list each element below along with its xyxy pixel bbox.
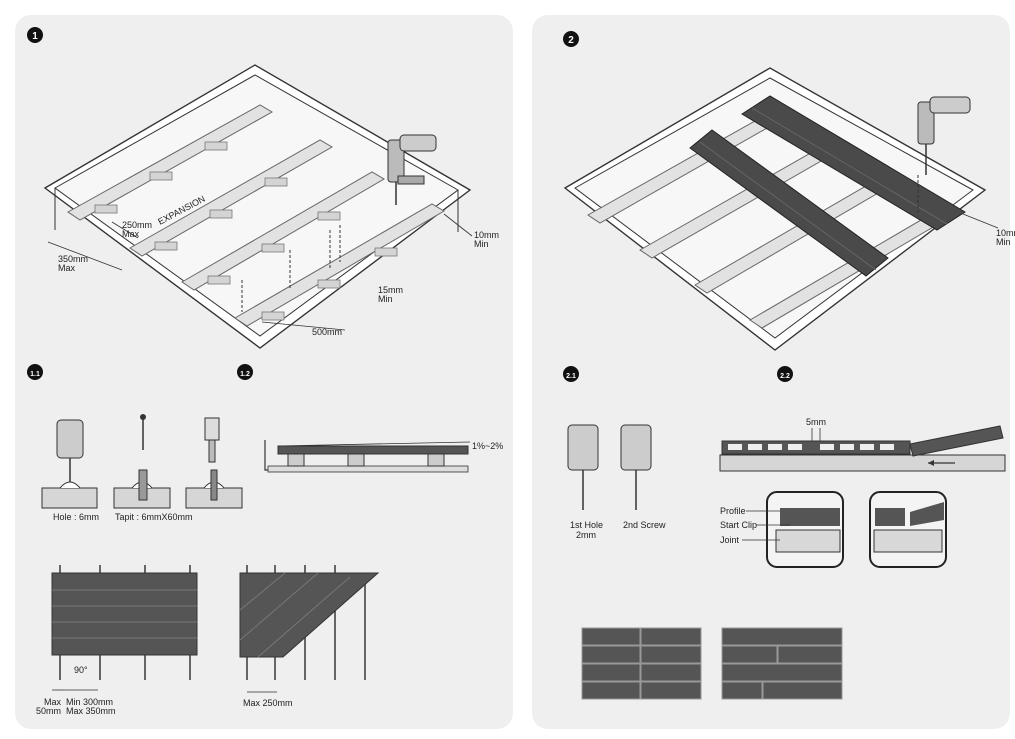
- step-2-figure: 2 10mm Min: [563, 31, 1015, 351]
- step-2-2-figure: 2.2 5mm Profile Start Clip Joint: [719, 366, 1006, 568]
- joist-supports: [94, 141, 398, 321]
- dim-15-note: Min: [378, 294, 393, 304]
- step-2-3-figure: [581, 627, 843, 700]
- dim-350-note: Max: [58, 263, 76, 273]
- step-badge-2-2: 2.2: [780, 373, 790, 380]
- dim-10-note: Min: [474, 239, 489, 249]
- deck-panel-diagonal: [239, 572, 380, 658]
- angle-label: 90°: [74, 665, 88, 675]
- step-1-figure: 1: [27, 27, 499, 349]
- slope-label: 1%~2%: [472, 441, 503, 451]
- joists: [67, 104, 445, 327]
- step-1-3-figure: 90° Max 50mm Min 300mm Max 350mm: [36, 565, 198, 716]
- first-hole-size: 2mm: [576, 530, 596, 540]
- step2-dim-10-note: Min: [996, 237, 1011, 247]
- drill-guides: [241, 225, 341, 312]
- joint-label: Joint: [720, 535, 740, 545]
- deck-panel-straight: [51, 572, 198, 656]
- deck-board-1: [689, 129, 889, 277]
- max50-value: 50mm: [36, 706, 61, 716]
- step-badge-1-1: 1.1: [30, 371, 40, 378]
- hole-label: Hole : 6mm: [53, 512, 99, 522]
- dim-250-value: 250mm: [122, 220, 152, 230]
- drill-icon: [387, 134, 437, 205]
- tapit-label: Tapit : 6mmX60mm: [115, 512, 193, 522]
- drill-icon-2: [917, 96, 971, 215]
- step2-dim-10-value: 10mm: [996, 228, 1015, 238]
- step-1-2-figure: 1.2 1%~2%: [237, 364, 503, 473]
- second-screw-label: 2nd Screw: [623, 520, 666, 530]
- step-badge-2-1: 2.1: [566, 373, 576, 380]
- step-badge-1-label: 1: [32, 31, 38, 42]
- step-2-1-figure: 2.1 1st Hole 2mm 2nd Screw: [563, 366, 666, 540]
- profile-label: Profile: [720, 506, 746, 516]
- step-badge-1: [27, 27, 43, 43]
- step-badge-2: 2: [568, 35, 574, 46]
- start-clip-label: Start Clip: [720, 520, 757, 530]
- first-hole-label: 1st Hole: [570, 520, 603, 530]
- gap-label: 5mm: [806, 417, 826, 427]
- deck-board-2: [741, 95, 966, 231]
- max250-label: Max 250mm: [243, 698, 293, 708]
- max350-label: Max 350mm: [66, 706, 116, 716]
- dim-10-value: 10mm: [474, 230, 499, 240]
- step-1-4-figure: Max 250mm: [239, 565, 380, 708]
- max50-note: Max: [44, 697, 62, 707]
- step-badge-1-2: 1.2: [240, 371, 250, 378]
- dim-350-value: 350mm: [58, 254, 88, 264]
- dim-15-value: 15mm: [378, 285, 403, 295]
- step-1-1-figure: 1.1 Hole : 6mm Tapit : 6mmX60mm: [27, 364, 243, 522]
- dim-500-value: 500mm: [312, 327, 342, 337]
- min300-label: Min 300mm: [66, 697, 113, 707]
